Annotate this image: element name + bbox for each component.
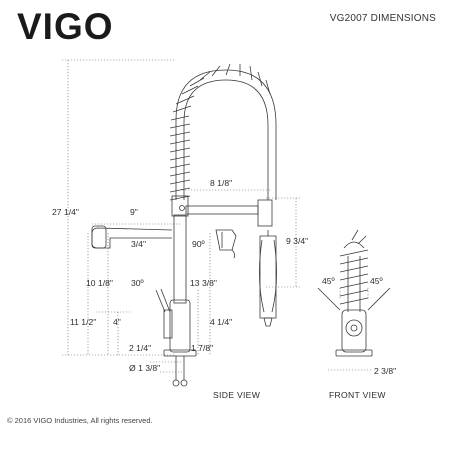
dim-spout-clearance: 13 3/8" bbox=[190, 278, 217, 288]
dim-front-angle-left: 45º bbox=[322, 276, 336, 286]
dim-base-height: 4 1/4" bbox=[210, 317, 232, 327]
dim-overall-height: 27 1/4" bbox=[52, 207, 79, 217]
dim-front-angle-right: 45º bbox=[370, 276, 384, 286]
dim-angle-90: 90º bbox=[192, 239, 206, 249]
dim-handle-length: 4" bbox=[113, 317, 121, 327]
dim-handle-angle-side: 30º bbox=[131, 278, 145, 288]
dim-base-width: 1 7/8" bbox=[191, 343, 213, 353]
dim-spray-height: 9 3/4" bbox=[286, 236, 308, 246]
copyright-notice: © 2016 VIGO Industries, All rights reser… bbox=[7, 416, 153, 425]
brand-logo: VIGO bbox=[17, 6, 114, 47]
front-view-faucet bbox=[317, 229, 391, 357]
dimension-lines bbox=[62, 59, 372, 373]
dim-handle-offset: 2 1/4" bbox=[129, 343, 151, 353]
dim-handle-height: 11 1/2" bbox=[70, 317, 96, 327]
dim-spout-height: 10 1/8" bbox=[86, 278, 113, 288]
side-view-label: SIDE VIEW bbox=[213, 390, 261, 400]
dim-spout-reach: 9" bbox=[130, 207, 138, 217]
model-title: VG2007 DIMENSIONS bbox=[329, 13, 436, 24]
dim-front-width: 2 3/8" bbox=[374, 366, 396, 376]
front-view-label: FRONT VIEW bbox=[329, 390, 386, 400]
side-view-faucet bbox=[91, 63, 277, 387]
dim-spout-diameter: 3/4" bbox=[131, 239, 146, 249]
dim-spray-reach: 8 1/8" bbox=[210, 178, 232, 188]
spring-coils bbox=[169, 63, 271, 201]
dim-hole-diameter: Ø 1 3/8" bbox=[129, 363, 160, 373]
